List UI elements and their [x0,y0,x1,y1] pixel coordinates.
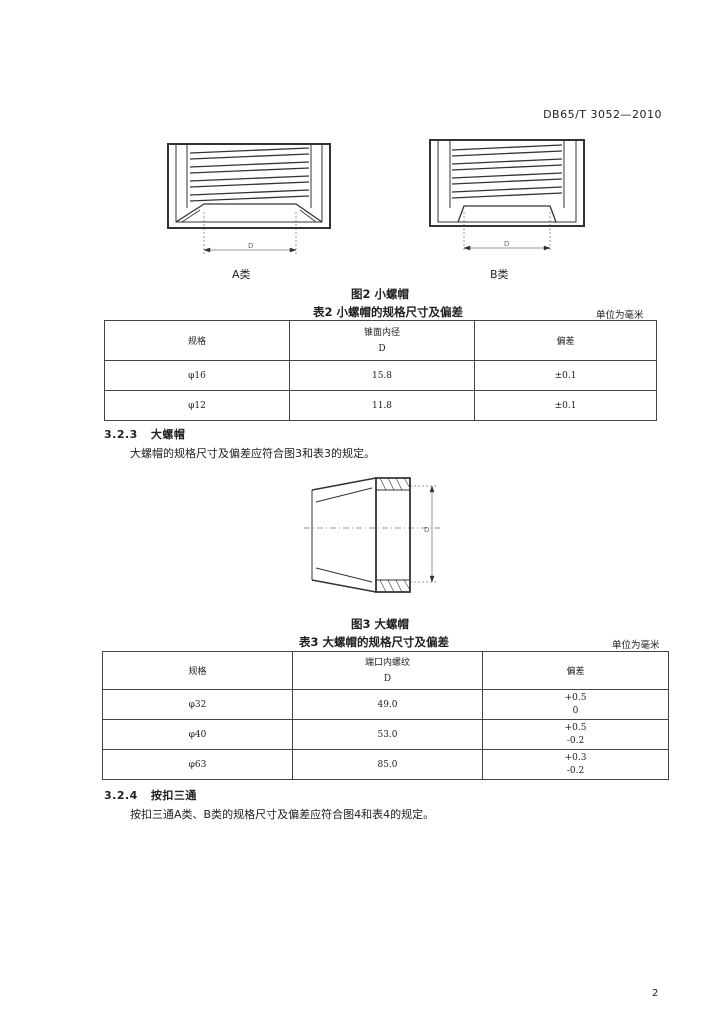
table2: 规格 锥面内径 D 偏差 φ16 15.8 ±0.1 φ12 11.8 ±0.1 [104,320,657,421]
table3-header-diam-line2: D [383,673,392,684]
figure2-label-b: B类 [490,268,509,281]
table3-caption: 表3 大螺帽的规格尺寸及偏差 [299,635,450,649]
table2-row2-spec: φ12 [104,390,290,421]
section-324-body: 按扣三通A类、B类的规格尺寸及偏差应符合图4和表4的规定。 [130,808,435,821]
section-324-title: 按扣三通 [150,789,197,802]
page-number: 2 [652,988,659,999]
table3-row3-dev-upper: +0.3 [564,752,587,763]
table3-row2-spec: φ40 [102,719,293,750]
table2-header-spec: 规格 [104,320,290,361]
table-row: φ12 11.8 ±0.1 [104,390,657,421]
table2-header-diam: 锥面内径 D [289,320,475,361]
table3-row3-dev-lower: -0.2 [566,765,585,776]
table3-row1-diam: 49.0 [292,689,483,720]
figure3-caption: 图3 大螺帽 [351,617,410,631]
table3-row3-dev: +0.3 -0.2 [482,749,669,780]
table3-row1-dev: +0.5 0 [482,689,669,720]
standard-number: DB65/T 3052—2010 [543,108,662,121]
table3-row1-dev-upper: +0.5 [564,692,587,703]
table2-row1-diam: 15.8 [289,360,475,391]
small-nut-b-drawing [429,139,585,252]
figure2-label-a: A类 [232,268,251,281]
section-324-heading: 3.2.4 按扣三通 [104,787,197,803]
table3-row2-dev-upper: +0.5 [564,722,587,733]
table3-row2-dev-lower: -0.2 [566,735,585,746]
section-323-number: 3.2.3 [104,428,138,441]
table-row: φ32 49.0 +0.5 0 [102,689,669,720]
table-row: φ16 15.8 ±0.1 [104,360,657,391]
table-row: φ40 53.0 +0.5 -0.2 [102,719,669,750]
table3-unit: 单位为毫米 [612,640,660,651]
section-323-body: 大螺帽的规格尺寸及偏差应符合图3和表3的规定。 [130,447,375,460]
table2-header-dev: 偏差 [474,320,657,361]
table2-caption: 表2 小螺帽的规格尺寸及偏差 [313,305,464,319]
table2-row1-dev: ±0.1 [474,360,657,391]
table3-row3-spec: φ63 [102,749,293,780]
table3-header-diam: 端口内螺纹 D [292,651,483,690]
table3-header-dev: 偏差 [482,651,669,690]
table3-row1-dev-lower: 0 [572,705,579,716]
table3: 规格 端口内螺纹 D 偏差 φ32 49.0 +0.5 0 φ40 53.0 +… [102,651,669,780]
table2-unit: 单位为毫米 [596,310,644,321]
table2-header-diam-line1: 锥面内径 [363,327,400,338]
small-nut-a-drawing [167,143,331,254]
table-row: φ63 85.0 +0.3 -0.2 [102,749,669,780]
table3-row2-dev: +0.5 -0.2 [482,719,669,750]
section-323-title: 大螺帽 [150,428,186,441]
table3-header-diam-line1: 端口内螺纹 [364,657,410,668]
table3-header-spec: 规格 [102,651,293,690]
figure3-drawing [304,477,440,593]
table2-row2-dev: ±0.1 [474,390,657,421]
figure2-drawing [167,139,585,254]
table3-row3-diam: 85.0 [292,749,483,780]
section-323-heading: 3.2.3 大螺帽 [104,426,185,442]
section-324-number: 3.2.4 [104,789,138,802]
figure2-dim-label-a: D [248,242,254,250]
table2-row1-spec: φ16 [104,360,290,391]
table3-row1-spec: φ32 [102,689,293,720]
table3-row2-diam: 53.0 [292,719,483,750]
figure2-dim-label-b: D [504,240,510,248]
figure3-dim-label: D [424,526,430,534]
table2-header-diam-line2: D [378,343,386,354]
table2-row2-diam: 11.8 [289,390,475,421]
figure2-caption: 图2 小螺帽 [351,287,410,301]
